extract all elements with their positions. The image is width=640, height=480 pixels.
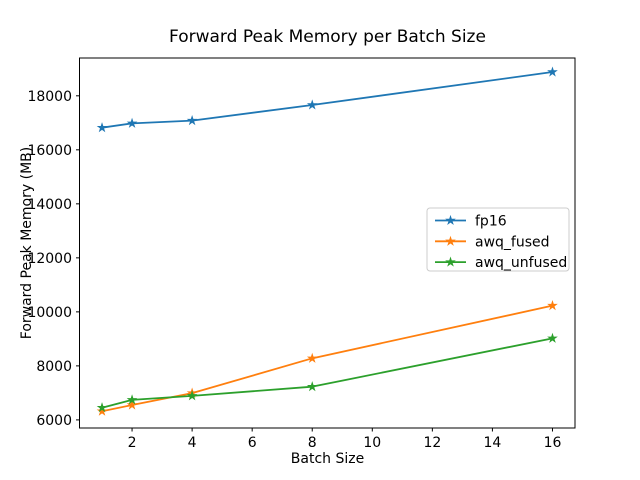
data-point-marker-awq_unfused bbox=[96, 402, 108, 413]
x-tick-label: 4 bbox=[188, 435, 197, 451]
legend: fp16 awq_fused awq_unfused bbox=[426, 207, 570, 272]
legend-box bbox=[426, 207, 570, 272]
chart-title: Forward Peak Memory per Batch Size bbox=[169, 27, 486, 47]
y-tick-label: 12000 bbox=[27, 251, 72, 267]
y-tick-label: 14000 bbox=[27, 197, 72, 213]
legend-item-awq_unfused: awq_unfused bbox=[435, 255, 567, 271]
plot-border bbox=[79, 57, 576, 429]
data-point-marker-awq_unfused bbox=[126, 394, 138, 405]
legend-item-fp16: fp16 bbox=[435, 214, 507, 230]
series-line-fp16 bbox=[101, 71, 554, 129]
data-point-marker-fp16 bbox=[126, 117, 138, 128]
y-tick-label: 18000 bbox=[27, 89, 72, 105]
y-tick-label: 6000 bbox=[36, 413, 72, 429]
y-tick-label: 16000 bbox=[27, 143, 72, 159]
data-point-marker-fp16 bbox=[96, 122, 108, 133]
legend-swatch-star-icon bbox=[445, 256, 456, 267]
legend-swatch-star-icon bbox=[445, 214, 456, 226]
x-tick-label: 16 bbox=[544, 435, 562, 451]
data-point-marker-awq_fused bbox=[306, 352, 318, 363]
legend-label: awq_unfused bbox=[475, 255, 567, 271]
y-tick-label: 10000 bbox=[27, 305, 72, 321]
legend-item-awq_fused: awq_fused bbox=[435, 234, 550, 250]
y-axis-label: Forward Peak Memory (MB) bbox=[19, 146, 35, 340]
series-line-awq_unfused bbox=[101, 337, 554, 409]
data-point-marker-awq_fused bbox=[126, 399, 138, 410]
x-axis-label: Batch Size bbox=[290, 451, 365, 467]
data-point-marker-fp16 bbox=[547, 66, 558, 77]
x-tick-label: 10 bbox=[363, 435, 381, 451]
data-point-marker-awq_unfused bbox=[186, 390, 198, 401]
legend-swatch-star-icon bbox=[445, 235, 456, 246]
x-tick-label: 8 bbox=[308, 435, 317, 451]
x-tick-label: 2 bbox=[128, 435, 137, 451]
x-tick-label: 12 bbox=[423, 435, 441, 451]
legend-label: fp16 bbox=[475, 214, 507, 230]
x-tick-label: 6 bbox=[248, 435, 257, 451]
x-tick-label: 14 bbox=[484, 435, 502, 451]
y-tick-label: 8000 bbox=[36, 359, 72, 375]
data-point-marker-fp16 bbox=[186, 115, 198, 126]
data-point-marker-awq_unfused bbox=[306, 381, 318, 392]
series-line-awq_fused bbox=[101, 304, 554, 413]
data-point-marker-awq_fused bbox=[547, 300, 558, 311]
data-point-marker-awq_unfused bbox=[547, 332, 558, 343]
legend-label: awq_fused bbox=[475, 234, 550, 250]
data-point-marker-fp16 bbox=[306, 99, 318, 110]
data-point-marker-awq_fused bbox=[96, 405, 108, 416]
